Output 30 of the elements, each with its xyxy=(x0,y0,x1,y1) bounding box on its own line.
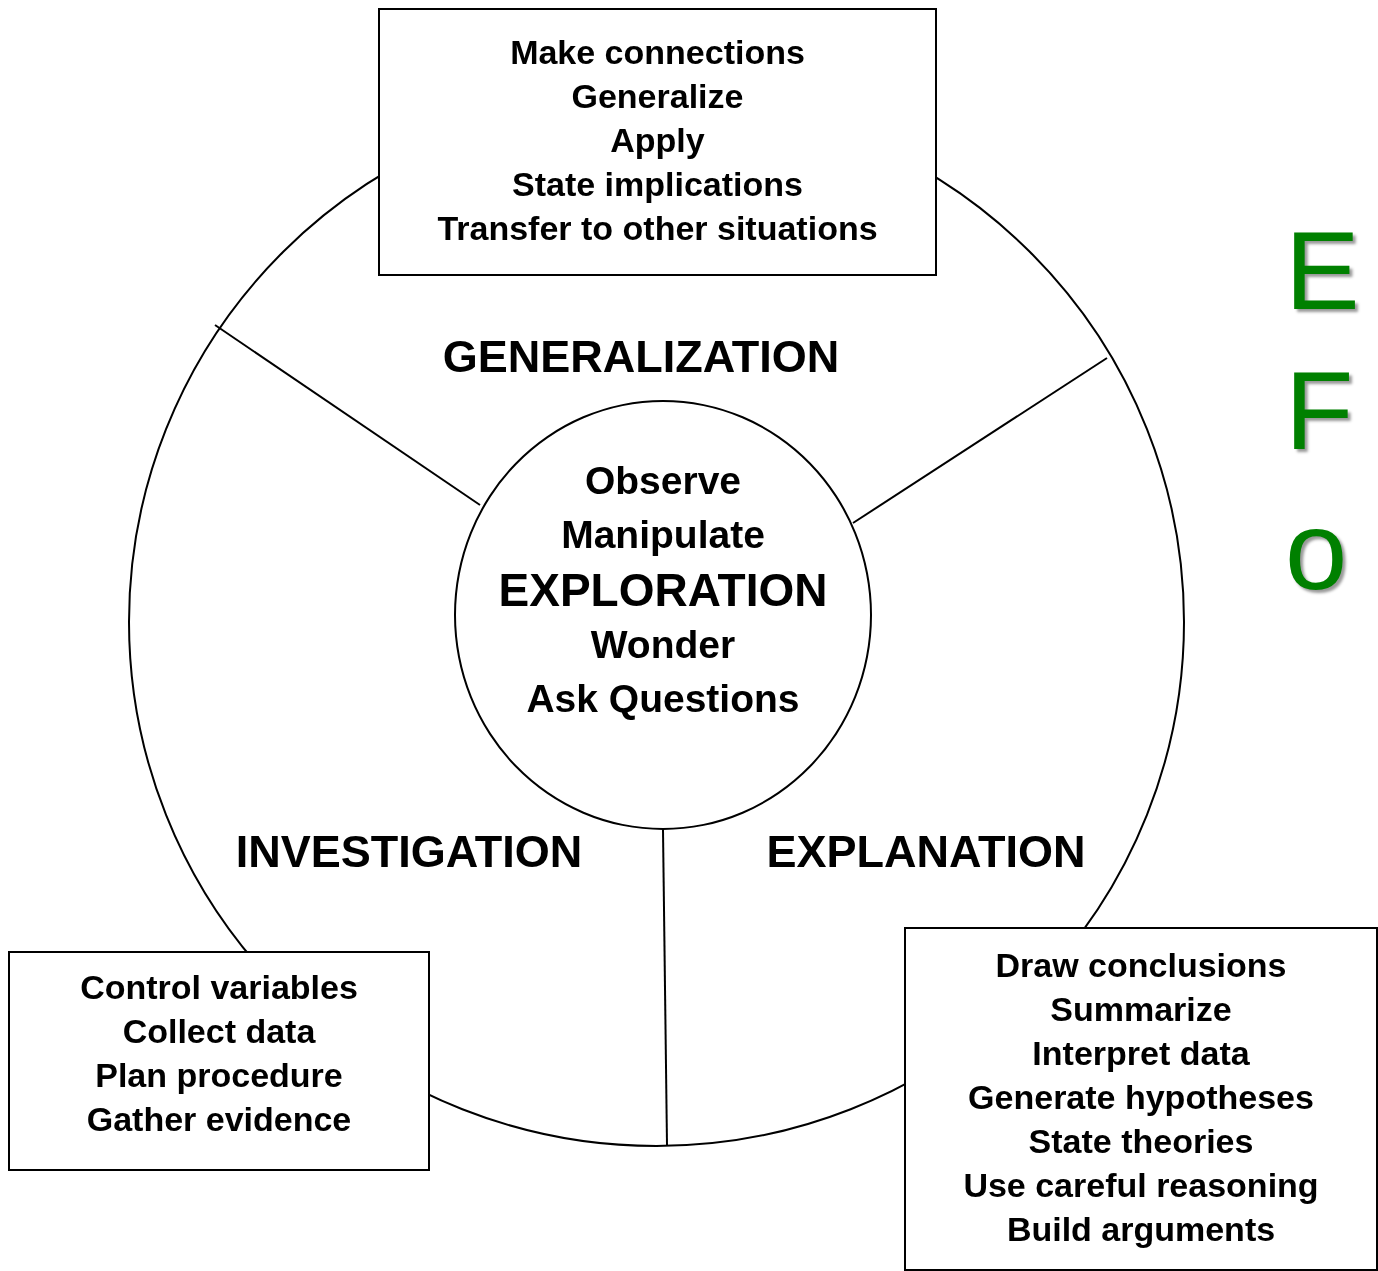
activity-text: Use careful reasoning xyxy=(963,1165,1319,1206)
sector-label: EXPLANATION xyxy=(766,826,1086,878)
title-text: F xyxy=(1285,355,1354,467)
activity-text: Observe xyxy=(584,458,742,504)
activity-text: Apply xyxy=(610,120,705,161)
activity-box xyxy=(378,8,937,276)
sector-label: GENERALIZATION xyxy=(442,331,840,383)
activity-text: Plan procedure xyxy=(95,1055,343,1096)
activity-text: Gather evidence xyxy=(86,1099,352,1140)
activity-text: State implications xyxy=(512,164,803,205)
stage-heading: EXPLORATION xyxy=(498,563,828,618)
activity-text: Wonder xyxy=(590,622,736,668)
title-text: E xyxy=(1285,215,1360,327)
activity-text: Control variables xyxy=(80,967,358,1008)
activity-text: Generate hypotheses xyxy=(968,1077,1314,1118)
activity-text: Generalize xyxy=(571,76,744,117)
activity-box xyxy=(8,951,430,1171)
activity-text: Transfer to other situations xyxy=(437,208,878,249)
activity-text: Ask Questions xyxy=(526,676,800,722)
activity-box xyxy=(904,927,1378,1271)
activity-text: Summarize xyxy=(1050,989,1232,1030)
activity-text: Interpret data xyxy=(1032,1033,1250,1074)
activity-text: Build arguments xyxy=(1006,1209,1276,1250)
title-text: o xyxy=(1285,495,1348,607)
activity-text: Collect data xyxy=(122,1011,316,1052)
activity-text: State theories xyxy=(1028,1121,1254,1162)
activity-text: Make connections xyxy=(510,32,805,73)
activity-text: Manipulate xyxy=(561,512,765,558)
sector-label: INVESTIGATION xyxy=(235,826,583,878)
activity-text: Draw conclusions xyxy=(995,945,1287,986)
